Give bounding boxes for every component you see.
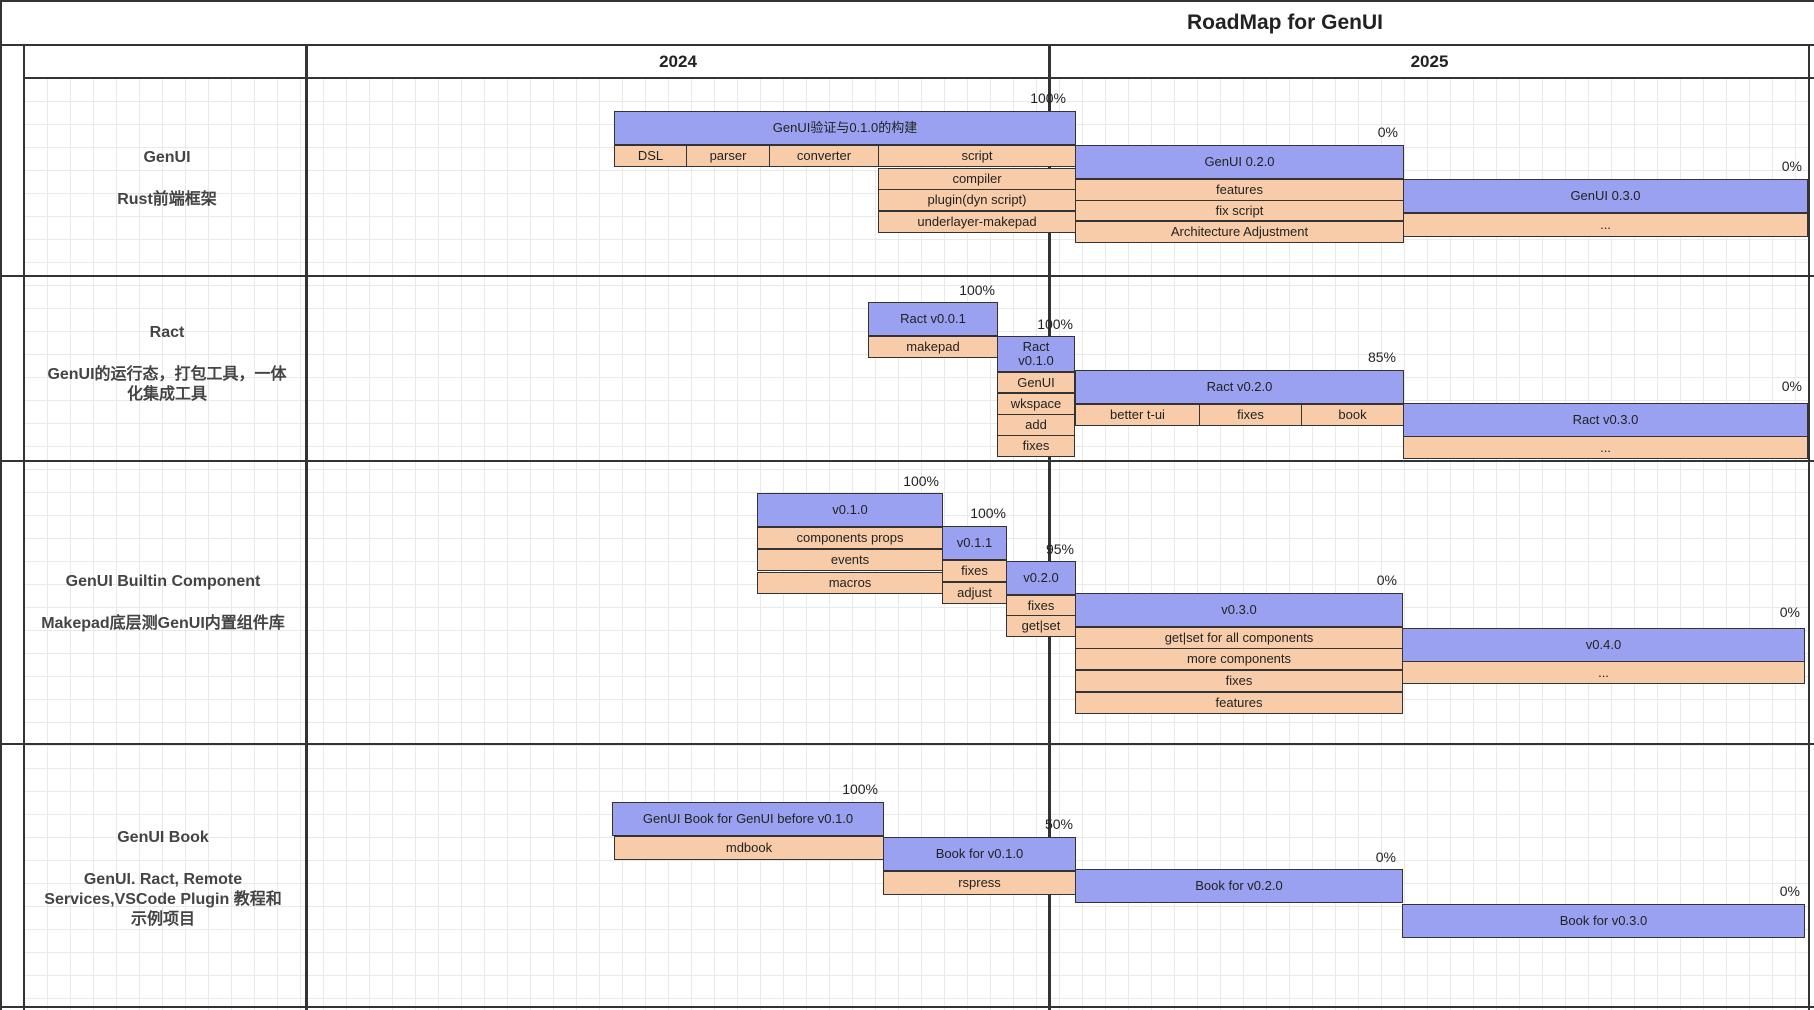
milestone-book-0-2-0: Book for v0.2.0 (1075, 869, 1403, 903)
lane-divider-3 (0, 743, 1814, 745)
task-plugin: plugin(dyn script) (878, 189, 1076, 211)
progress-builtin-0-1-0: 100% (903, 473, 939, 489)
task-add: add (997, 414, 1075, 436)
milestone-genui-0-3-0: GenUI 0.3.0 (1403, 179, 1808, 213)
track-description: GenUI的运行态，打包工具，一体化集成工具 (47, 366, 287, 403)
lane-divider-1 (0, 275, 1814, 277)
progress-book-pre-0-1-0: 100% (842, 781, 878, 797)
task-builtin-features: features (1075, 692, 1403, 714)
progress-book-0-3-0: 0% (1779, 883, 1800, 899)
outer-left-column-line (23, 44, 25, 1010)
task-better-tui: better t-ui (1075, 404, 1200, 426)
progress-ract-0-0-1: 100% (959, 282, 995, 298)
progress-builtin-0-4-0: 0% (1779, 604, 1800, 620)
progress-book-0-1-0: 50% (1044, 816, 1073, 832)
task-fix-script: fix script (1075, 200, 1404, 221)
milestone-book-pre-0-1-0: GenUI Book for GenUI before v0.1.0 (612, 802, 884, 836)
lane-divider-2 (0, 460, 1814, 462)
task-builtin-more: ... (1402, 661, 1805, 684)
task-converter: converter (769, 145, 879, 167)
track-description: Rust前端框架 (117, 191, 217, 208)
task-underlayer-makepad: underlayer-makepad (878, 211, 1076, 233)
progress-genui-0-3-0: 0% (1781, 158, 1802, 174)
title-divider (0, 44, 1814, 46)
milestone-genui-0-1-0: GenUI验证与0.1.0的构建 (614, 111, 1076, 145)
year-divider (1048, 44, 1051, 1010)
header-divider (24, 77, 1814, 79)
task-script: script (878, 145, 1076, 167)
task-genui: GenUI (997, 372, 1075, 393)
track-name: GenUI Builtin Component (65, 573, 261, 590)
year-2025-header: 2025 (1410, 52, 1449, 71)
track-description: Makepad底层测GenUI内置组件库 (41, 615, 285, 632)
milestone-builtin-0-4-0: v0.4.0 (1402, 628, 1805, 662)
task-features: features (1075, 179, 1404, 201)
task-events: events (757, 549, 943, 571)
task-wkspace: wkspace (997, 393, 1075, 415)
progress-builtin-0-1-1: 100% (970, 505, 1006, 521)
progress-ract-0-2-0: 85% (1367, 349, 1396, 365)
task-book: book (1301, 404, 1404, 426)
task-ract-fixes-1: fixes (997, 435, 1075, 457)
task-ract-fixes-2: fixes (1199, 404, 1302, 426)
progress-ract-0-1-0: 100% (1037, 316, 1073, 332)
task-components-props: components props (757, 527, 943, 549)
frame-top-border (0, 0, 1814, 2)
task-get-set: get|set (1006, 615, 1076, 637)
progress-builtin-0-2-0: 95% (1045, 541, 1074, 557)
task-genui-more: ... (1403, 213, 1808, 237)
bottom-border (0, 1006, 1814, 1008)
task-architecture-adjustment: Architecture Adjustment (1075, 221, 1404, 243)
chart-title: RoadMap for GenUI (1186, 11, 1383, 34)
task-rspress: rspress (883, 871, 1076, 895)
track-name: Ract (149, 324, 185, 341)
track-label-ract: Ract GenUI的运行态，打包工具，一体化集成工具 (26, 323, 308, 405)
progress-genui-0-1-0: 100% (1030, 90, 1066, 106)
milestone-builtin-0-3-0: v0.3.0 (1075, 593, 1403, 627)
label-column-divider (305, 44, 308, 1010)
milestone-ract-0-1-0: Ract v0.1.0 (997, 336, 1075, 372)
task-macros: macros (757, 572, 943, 594)
task-builtin-fixes-2: fixes (1006, 595, 1076, 616)
milestone-builtin-0-1-1: v0.1.1 (942, 526, 1007, 560)
track-label-builtin: GenUI Builtin Component Makepad底层测GenUI内… (22, 572, 304, 634)
milestone-book-0-1-0: Book for v0.1.0 (883, 837, 1076, 871)
task-adjust: adjust (942, 582, 1007, 604)
right-border (1808, 44, 1810, 1010)
milestone-ract-0-0-1: Ract v0.0.1 (868, 302, 998, 336)
task-makepad: makepad (868, 336, 998, 358)
frame-left-border (0, 0, 2, 1010)
progress-builtin-0-3-0: 0% (1376, 572, 1397, 588)
milestone-ract-0-2-0: Ract v0.2.0 (1075, 370, 1404, 404)
task-dsl: DSL (614, 145, 687, 167)
track-label-book: GenUI Book GenUI. Ract, Remote Services,… (22, 828, 304, 930)
track-name: GenUI Book (117, 829, 209, 846)
track-description: GenUI. Ract, Remote Services,VSCode Plug… (44, 871, 282, 928)
task-builtin-fixes-1: fixes (942, 560, 1007, 582)
task-compiler: compiler (878, 168, 1076, 190)
task-get-set-all: get|set for all components (1075, 627, 1403, 649)
progress-genui-0-2-0: 0% (1377, 124, 1398, 140)
track-label-genui: GenUI Rust前端框架 (26, 148, 308, 210)
track-name: GenUI (143, 149, 191, 166)
milestone-genui-0-2-0: GenUI 0.2.0 (1075, 145, 1404, 179)
task-mdbook: mdbook (614, 836, 884, 860)
milestone-builtin-0-1-0: v0.1.0 (757, 493, 943, 527)
task-parser: parser (686, 145, 770, 167)
task-builtin-fixes-3: fixes (1075, 670, 1403, 692)
progress-book-0-2-0: 0% (1375, 849, 1396, 865)
milestone-book-0-3-0: Book for v0.3.0 (1402, 904, 1805, 938)
task-ract-more: ... (1403, 436, 1808, 459)
progress-ract-0-3-0: 0% (1781, 378, 1802, 394)
milestone-ract-0-3-0: Ract v0.3.0 (1403, 403, 1808, 437)
milestone-builtin-0-2-0: v0.2.0 (1006, 561, 1076, 595)
year-2024-header: 2024 (659, 52, 697, 71)
task-more-components: more components (1075, 648, 1403, 670)
